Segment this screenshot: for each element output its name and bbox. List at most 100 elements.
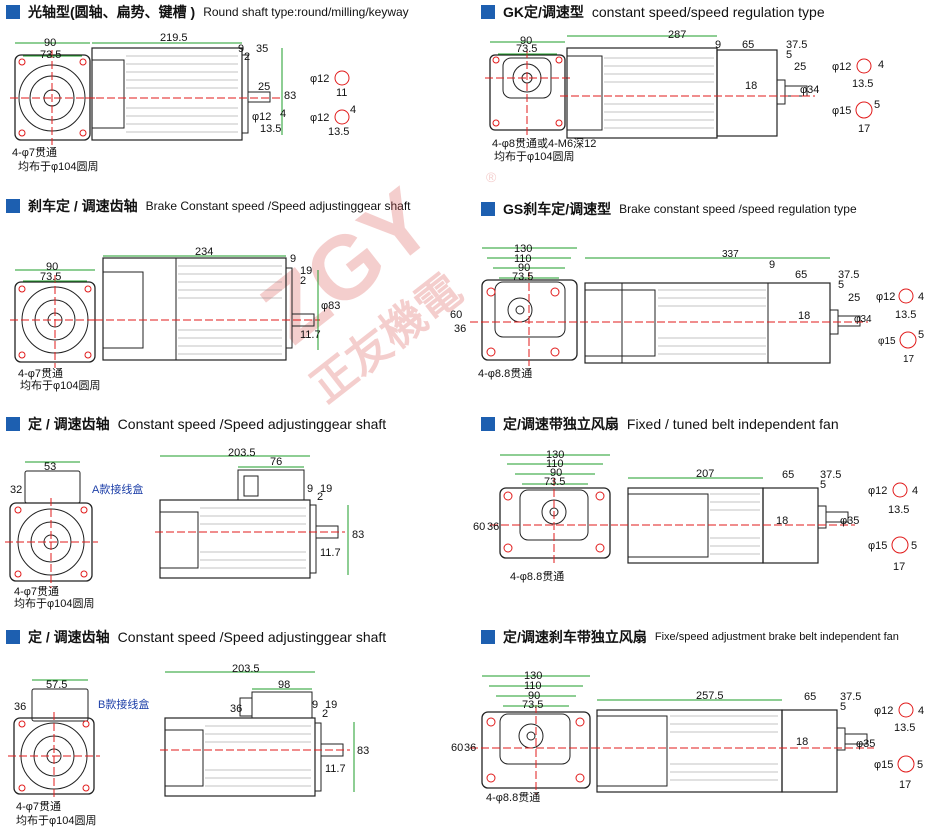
shaft-b-phi: φ15 <box>832 105 851 117</box>
holes-label: 4-φ7贯通 <box>14 585 59 598</box>
dim-2: 2 <box>300 275 306 287</box>
dim-13-5: 13.5 <box>260 123 281 135</box>
mount-hole <box>555 119 563 127</box>
section-header-2: GK定/调速型 constant speed/speed regulation … <box>481 1 825 23</box>
shaft-b-h: 5 <box>874 99 880 111</box>
front-flange <box>499 487 611 559</box>
holes-label: 4-φ7贯通 <box>12 146 57 159</box>
mount-hole <box>486 773 496 783</box>
dim-37-5: 37.5 <box>840 691 861 703</box>
section-title-zh: GS刹车定/调速型 <box>503 201 612 217</box>
section-header-5: 定 / 调速齿轴 Constant speed /Speed adjusting… <box>6 413 386 435</box>
shaft-a-v: 13.5 <box>852 78 873 90</box>
gear-shaft <box>291 313 315 327</box>
dim-phi35: φ35 <box>840 515 859 527</box>
section-title-en: Round shaft type:round/milling/keyway <box>203 5 409 19</box>
shaft-section-key <box>897 755 915 773</box>
output-shaft <box>825 511 849 523</box>
section-title-en: Fixed / tuned belt independent fan <box>626 416 839 432</box>
pcd-label: 均布于φ104圆周 <box>14 597 95 610</box>
shaft-section-round <box>334 70 350 86</box>
header-square-icon <box>6 630 20 644</box>
mount-hole <box>84 285 92 293</box>
shaft-a-v: 13.5 <box>895 309 916 321</box>
dim-90: 90 <box>44 37 56 49</box>
dim-203-5: 203.5 <box>232 663 260 675</box>
mount-hole <box>14 570 22 578</box>
pcd-label: 均布于φ104圆周 <box>18 160 99 173</box>
dim-36: 36 <box>14 701 26 713</box>
dim-207: 207 <box>696 468 714 480</box>
section-1-drawing: 90 73.5 4-φ7贯通 均布于φ104圆周 219.5 9 2 35 25… <box>10 32 356 173</box>
watermark: ZGY 正友機電 ® <box>244 169 497 412</box>
dim-65: 65 <box>804 691 816 703</box>
mount-hole <box>18 285 26 293</box>
dim-36: 36 <box>487 521 499 533</box>
dim-60: 60 <box>450 309 462 321</box>
dim-5: 5 <box>838 279 844 291</box>
shaft-b-phi: φ15 <box>868 540 887 552</box>
shaft-a-h: 4 <box>912 485 918 497</box>
dim-73-5: 73.5 <box>512 271 533 283</box>
shaft-b-v: 17 <box>899 779 911 791</box>
section-title-en: Fixe/speed adjustment brake belt indepen… <box>654 631 899 643</box>
mount-hole <box>80 506 88 514</box>
front-shaft <box>515 305 525 315</box>
section-header-6: 定/调速带独立风扇 Fixed / tuned belt independent… <box>481 413 839 435</box>
dim-257-5: 257.5 <box>696 690 724 702</box>
terminal-box-side <box>251 691 313 719</box>
dim-25: 25 <box>848 292 860 304</box>
mount-hole <box>555 56 563 64</box>
dim-73-5: 73.5 <box>522 699 543 711</box>
shaft-b-h: 5 <box>911 540 917 552</box>
holes-label: 4-φ8.8贯通 <box>510 570 564 583</box>
dim-9: 9 <box>238 43 244 55</box>
output-shaft <box>837 315 861 327</box>
section-header-7: 定 / 调速齿轴 Constant speed /Speed adjusting… <box>6 626 386 648</box>
shaft-b-v: 17 <box>858 123 870 135</box>
section-title-en: Brake constant speed /speed regulation t… <box>619 202 857 216</box>
section-3-drawing: 90 73.5 4-φ7贯通 均布于φ104圆周 234 9 19 2 φ83 … <box>10 246 340 392</box>
shaft-a-h: 4 <box>918 291 924 303</box>
flange-side <box>314 722 322 792</box>
section-title-zh: 定 / 调速齿轴 <box>28 416 110 432</box>
dim-25: 25 <box>258 81 270 93</box>
mount-hole <box>486 287 496 297</box>
dim-18: 18 <box>745 80 757 92</box>
mount-hole <box>14 506 22 514</box>
motor-body <box>566 47 718 139</box>
dim-19: 19 <box>325 699 337 711</box>
dim-5: 5 <box>786 49 792 61</box>
pcd-label: 均布于φ104圆周 <box>20 379 101 392</box>
dim-60: 60 <box>473 521 485 533</box>
dim-18: 18 <box>796 736 808 748</box>
mount-hole <box>595 543 605 553</box>
dim-287: 287 <box>668 29 686 41</box>
shaft-a-phi: φ12 <box>876 291 895 303</box>
section-7-drawing: 57.5 36 B款接线盒 4-φ7贯通 均布于φ104圆周 203.5 98 … <box>8 663 369 827</box>
dim-90: 90 <box>520 35 532 47</box>
dim-65: 65 <box>742 39 754 51</box>
flange-side <box>241 54 249 134</box>
rear-cap <box>159 511 199 569</box>
dim-36: 36 <box>464 742 476 754</box>
shaft-section-key <box>334 109 350 125</box>
dim-9: 9 <box>312 699 318 711</box>
dim-4: 4 <box>280 108 286 120</box>
dim-5: 5 <box>840 701 846 713</box>
mount-hole <box>82 720 90 728</box>
brake-housing <box>584 289 656 357</box>
section-header-4: GS刹车定/调速型 Brake constant speed /speed re… <box>481 198 857 220</box>
mount-hole <box>18 129 26 137</box>
mount-hole <box>492 119 500 127</box>
dim-60: 60 <box>451 742 463 754</box>
dim-219-5: 219.5 <box>160 32 188 44</box>
dim-130: 130 <box>546 449 564 461</box>
mount-hole <box>550 287 560 297</box>
terminal-box-label: B款接线盒 <box>98 697 149 711</box>
rear-cap <box>566 55 603 131</box>
shaft-b-phi: φ15 <box>878 336 896 347</box>
shaft-section-key <box>898 288 914 304</box>
output-shaft <box>247 91 271 103</box>
